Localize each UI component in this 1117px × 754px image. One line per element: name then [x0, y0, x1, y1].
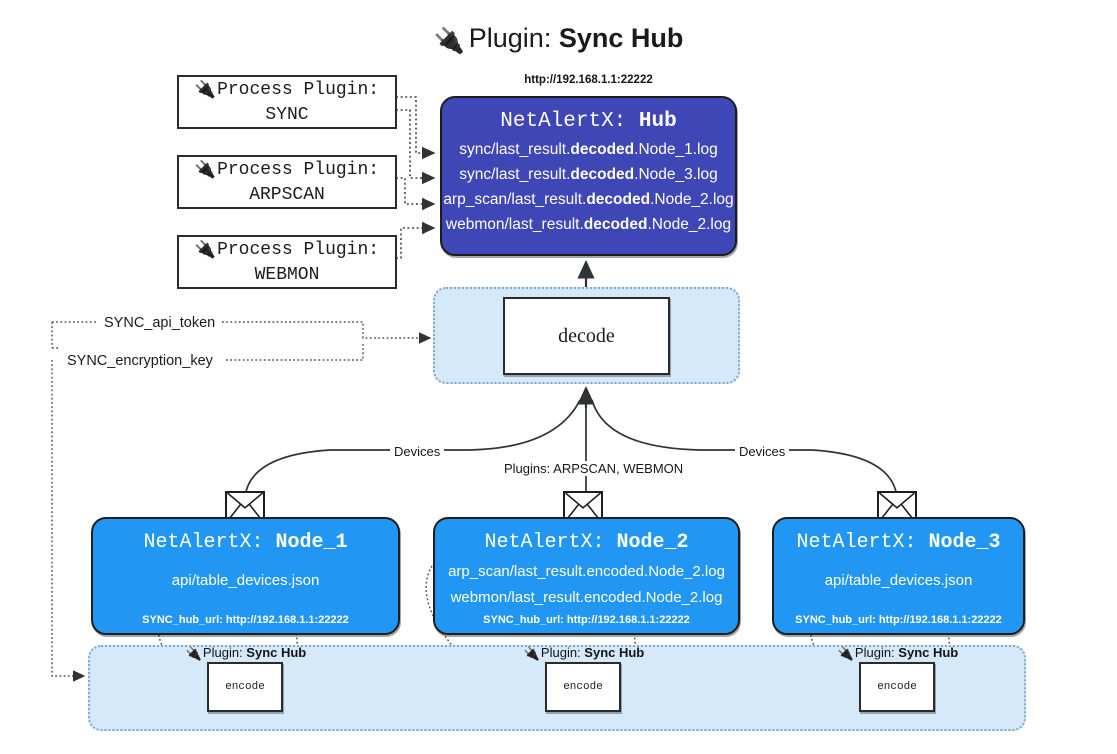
process-plugin-name: WEBMON: [254, 264, 320, 285]
encode-caption-node-2: 🔌Plugin: Sync Hub: [523, 645, 645, 661]
edge-label-devices-left: Devices: [390, 444, 445, 459]
plug-icon: 🔌: [194, 159, 217, 179]
node-resource-line: arp_scan/last_result.encoded.Node_2.log: [448, 563, 725, 580]
sync-api-token-label: SYNC_api_token: [100, 315, 220, 331]
node-box-node-2[interactable]: NetAlertX: Node_2 arp_scan/last_result.e…: [433, 517, 740, 635]
hub-log-line: webmon/last_result.decoded.Node_2.log: [445, 216, 732, 233]
page-title-name: Sync Hub: [558, 23, 684, 53]
node-title: NetAlertX: Node_3: [796, 531, 1001, 554]
process-plugin-label: Process Plugin:: [217, 239, 380, 260]
sync-encryption-key-label: SYNC_encryption_key: [63, 353, 217, 369]
plug-icon: 🔌: [837, 646, 854, 661]
process-plugin-name: SYNC: [265, 104, 309, 125]
hub-title-prefix: NetAlertX:: [500, 110, 627, 133]
hub-node[interactable]: NetAlertX: Hub sync/last_result.decoded.…: [440, 96, 737, 256]
process-plugin-label: Process Plugin:: [217, 79, 380, 100]
encode-box-node-2[interactable]: encode: [545, 662, 621, 712]
page-title-prefix: Plugin:: [468, 23, 552, 53]
process-plugin-sync[interactable]: 🔌Process Plugin: SYNC: [177, 75, 397, 129]
process-plugin-webmon[interactable]: 🔌Process Plugin: WEBMON: [177, 235, 397, 289]
node-box-node-3[interactable]: NetAlertX: Node_3 api/table_devices.json…: [772, 517, 1025, 635]
decode-box[interactable]: decode: [503, 297, 670, 375]
process-plugin-arpscan[interactable]: 🔌Process Plugin: ARPSCAN: [177, 155, 397, 209]
plug-icon: 🔌: [194, 79, 217, 99]
encode-box-node-1[interactable]: encode: [207, 662, 283, 712]
node-resource-line: api/table_devices.json: [171, 572, 320, 589]
plug-icon: 🔌: [185, 646, 202, 661]
hub-log-line: arp_scan/last_result.decoded.Node_2.log: [443, 191, 734, 208]
process-plugin-name: ARPSCAN: [249, 184, 325, 205]
plug-icon: 🔌: [523, 646, 540, 661]
encode-caption-node-3: 🔌Plugin: Sync Hub: [837, 645, 959, 661]
edge-label-plugins: Plugins: ARPSCAN, WEBMON: [500, 461, 688, 476]
hub-title-name: Hub: [638, 110, 677, 133]
edge-label-devices-right: Devices: [735, 444, 790, 459]
encode-box-node-3[interactable]: encode: [859, 662, 935, 712]
hub-url-label: http://192.168.1.1:22222: [524, 74, 653, 86]
node-title: NetAlertX: Node_1: [143, 531, 348, 554]
plug-icon: 🔌: [433, 27, 465, 55]
node-title: NetAlertX: Node_2: [484, 531, 689, 554]
hub-log-line: sync/last_result.decoded.Node_3.log: [459, 166, 718, 183]
plug-icon: 🔌: [194, 239, 217, 259]
node-footer: SYNC_hub_url: http://192.168.1.1:22222: [142, 614, 349, 626]
page-title: 🔌Plugin: Sync Hub: [0, 16, 1117, 63]
node-resource-line: webmon/last_result.encoded.Node_2.log: [450, 589, 723, 606]
process-plugin-label: Process Plugin:: [217, 159, 380, 180]
node-box-node-1[interactable]: NetAlertX: Node_1 api/table_devices.json…: [91, 517, 400, 635]
node-footer: SYNC_hub_url: http://192.168.1.1:22222: [483, 614, 690, 626]
encode-caption-node-1: 🔌Plugin: Sync Hub: [185, 645, 307, 661]
hub-log-line: sync/last_result.decoded.Node_1.log: [459, 141, 718, 158]
node-footer: SYNC_hub_url: http://192.168.1.1:22222: [795, 614, 1002, 626]
hub-title: NetAlertX: Hub: [500, 107, 676, 137]
node-resource-line: api/table_devices.json: [824, 572, 973, 589]
